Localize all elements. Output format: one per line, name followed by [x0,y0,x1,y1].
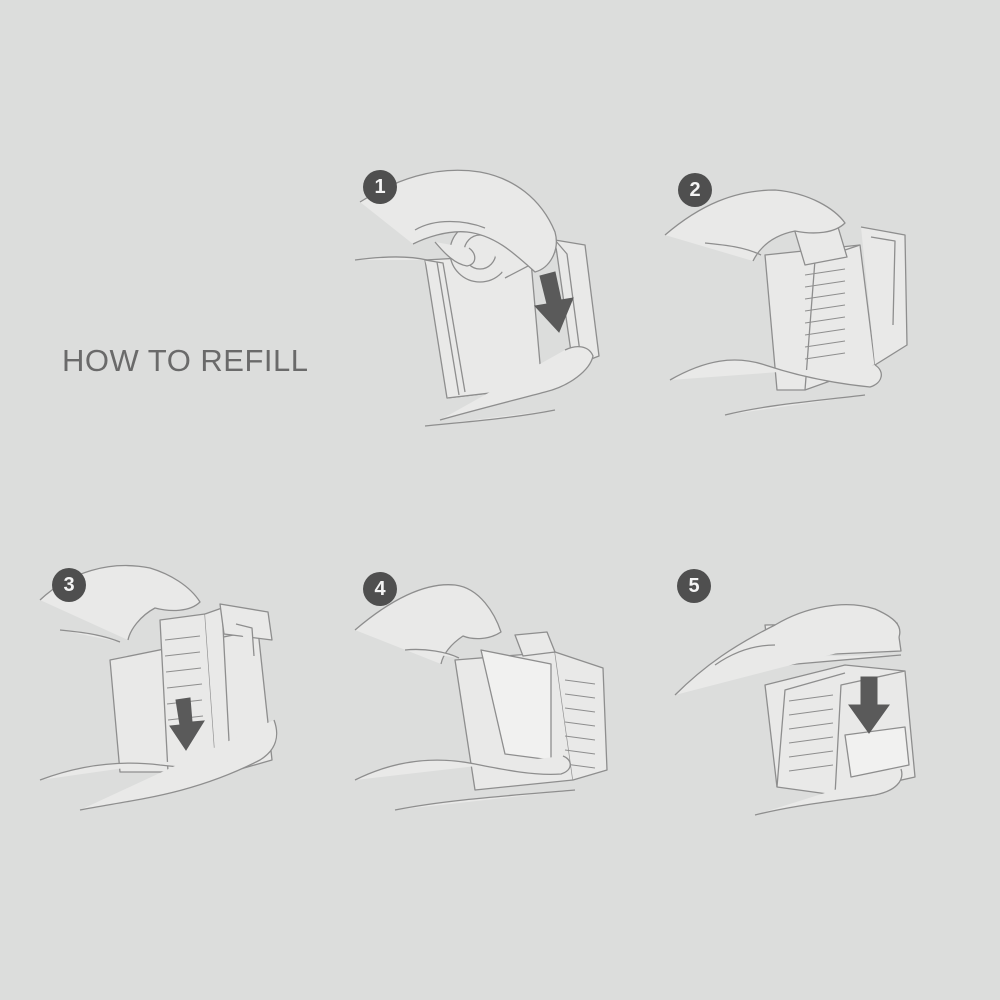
step-3-illustration [39,564,278,811]
step-number-badge: 5 [677,569,711,603]
step-2-illustration [664,189,908,416]
step-number-badge: 3 [52,568,86,602]
down-arrow-icon [534,271,574,333]
step-1: 1 [354,160,615,430]
step-number-badge: 1 [363,170,397,204]
step-4: 4 [354,560,615,830]
step-1-illustration [354,169,600,427]
step-4-illustration [354,584,608,811]
step-3: 3 [39,560,300,830]
step-5-illustration [674,604,916,816]
down-arrow-icon [169,697,205,751]
step-number-badge: 4 [363,572,397,606]
page-title: HOW TO REFILL [62,343,309,378]
down-arrow-icon [848,676,890,734]
step-2: 2 [664,165,925,435]
step-number-badge: 2 [678,173,712,207]
step-5: 5 [665,565,925,835]
